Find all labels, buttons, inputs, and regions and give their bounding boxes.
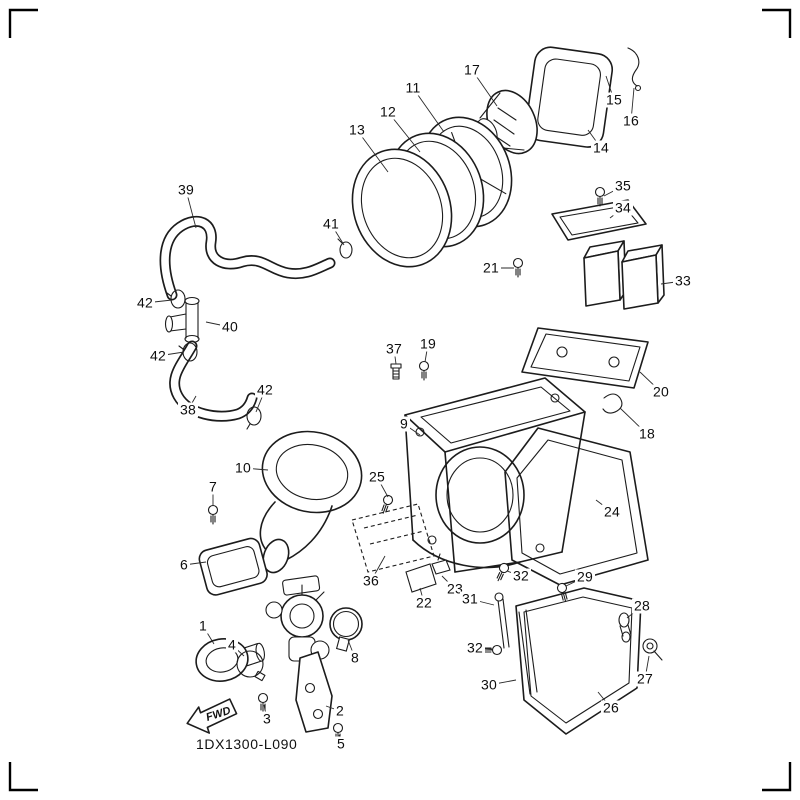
hose-clamp-42a (166, 289, 186, 309)
carburetor-assembly (265, 575, 330, 662)
screw-32b (482, 644, 503, 656)
frame-corner-marks (8, 8, 792, 792)
part-intake-funnel-10 (259, 430, 363, 574)
part-duct-cover-34 (551, 199, 647, 241)
screw-7 (207, 504, 219, 525)
fwd-arrow-icon: FWD (186, 698, 238, 734)
part-clip-23 (431, 553, 451, 575)
part-duct-boxes-33 (583, 240, 665, 310)
screw-21 (512, 257, 524, 278)
hose-clamp-41 (337, 238, 353, 259)
diagram-code: 1DX1300-L090 (196, 736, 298, 752)
part-clip-wire-16 (627, 47, 642, 92)
bolt-19 (418, 360, 430, 381)
part-trim-strip-30 (518, 609, 538, 695)
part-tray-20 (521, 327, 649, 389)
part-plate-6 (198, 537, 268, 596)
screw-35 (594, 186, 606, 207)
part-breather-hose-upper (159, 215, 336, 301)
screw-3 (257, 692, 269, 713)
bolt-37 (390, 363, 402, 380)
part-pin-31 (494, 592, 510, 649)
part-pad-22 (405, 563, 437, 593)
part-breather-hose-lower (169, 340, 258, 422)
hose-clamp-42c (246, 406, 262, 430)
part-side-cover-26 (515, 587, 642, 735)
part-gasket-36 (351, 503, 435, 573)
part-case-cover-24 (504, 427, 649, 586)
part-clamp-4 (236, 650, 266, 682)
part-grommet-27 (642, 638, 663, 661)
part-clamp-8 (329, 607, 363, 652)
part-seal-ring-13 (351, 148, 453, 268)
screw-5 (332, 722, 344, 743)
part-t-joint (164, 296, 200, 344)
part-air-cleaner-case-9 (404, 377, 586, 573)
part-clip-18 (602, 393, 623, 414)
part-damper-28 (618, 612, 632, 643)
screw-25 (378, 493, 395, 516)
part-bracket-2 (295, 651, 333, 733)
